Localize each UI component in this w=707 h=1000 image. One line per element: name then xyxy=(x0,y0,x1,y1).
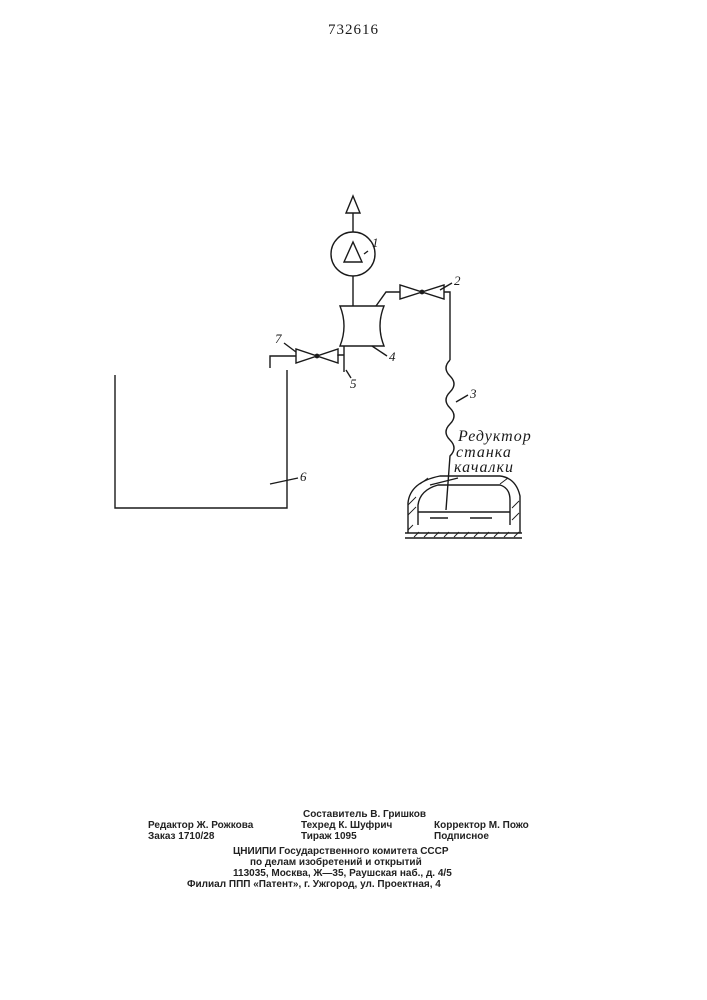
separator-icon xyxy=(340,306,384,346)
label-1: 1 xyxy=(372,235,379,250)
drain-branch xyxy=(338,355,344,356)
outlet-pipe-2 xyxy=(444,292,450,360)
exhaust-arrow-icon xyxy=(346,196,360,232)
imprint-org-line-1: ЦНИИПИ Государственного комитета СССР xyxy=(233,846,449,857)
imprint-branch: Филиал ППП «Патент», г. Ужгород, ул. Про… xyxy=(187,879,441,890)
tank-icon xyxy=(115,370,287,508)
valve-2-icon xyxy=(400,285,444,299)
outlet-pipe xyxy=(376,292,400,306)
imprint-order: Заказ 1710/28 xyxy=(148,831,214,842)
imprint-techred: Техред К. Шуфрич xyxy=(301,820,392,831)
label-2: 2 xyxy=(454,273,461,288)
imprint-corrector: Корректор М. Пожо xyxy=(434,820,529,831)
imprint-org-line-2: по делам изобретений и открытий xyxy=(250,857,422,868)
valve-7-icon xyxy=(296,349,338,363)
label-7: 7 xyxy=(275,331,282,346)
imprint-compiler: Составитель В. Гришков xyxy=(303,809,426,820)
reducer-note-line-3: качалки xyxy=(454,459,514,476)
imprint-circulation: Тираж 1095 xyxy=(301,831,357,842)
label-3: 3 xyxy=(469,386,477,401)
tank-inlet-pipe xyxy=(270,356,296,368)
label-5: 5 xyxy=(350,376,357,391)
reducer-note-line-1: Редуктор xyxy=(457,428,532,445)
reducer-housing-icon xyxy=(405,476,522,538)
label-4: 4 xyxy=(389,349,396,364)
imprint-subscription: Подписное xyxy=(434,831,489,842)
compressor-icon xyxy=(331,232,375,276)
imprint-org-address: 113035, Москва, Ж—35, Раушская наб., д. … xyxy=(233,868,452,879)
flexible-hose xyxy=(446,360,454,510)
imprint-editor: Редактор Ж. Рожкова xyxy=(148,820,253,831)
label-6: 6 xyxy=(300,469,307,484)
